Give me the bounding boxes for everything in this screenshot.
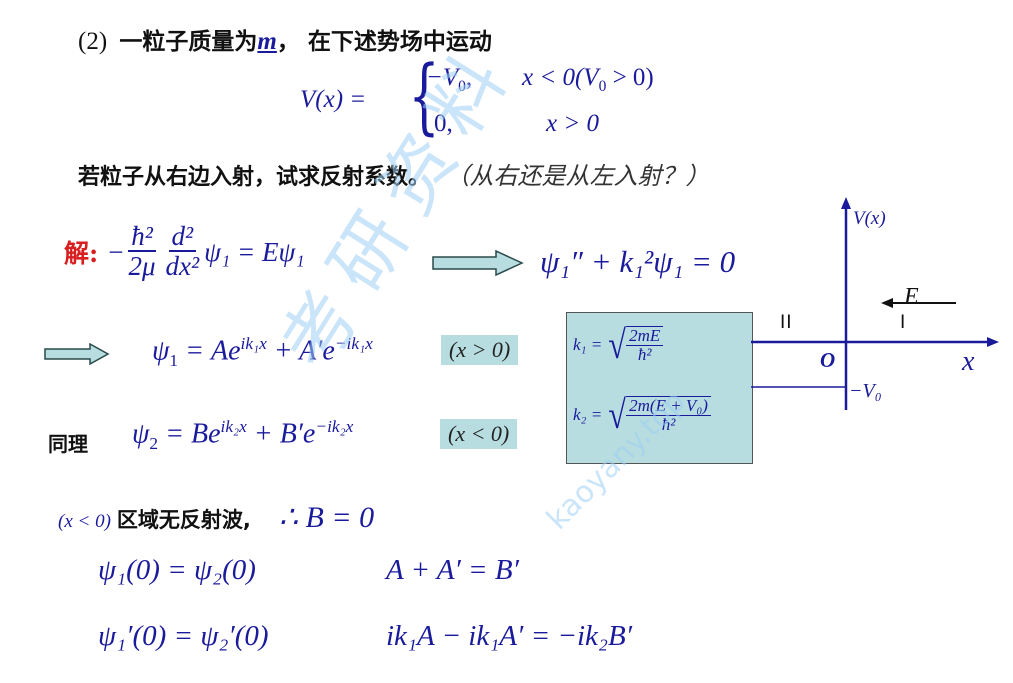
sqrt-icon: √ 2m(E + V₀)ħ² [606,395,711,435]
second-derivative: d² dx² [165,221,200,282]
well-depth-label: −V₀ [849,380,882,402]
no-reflection-text: 区域无反射波, [116,508,251,532]
continuity-coefficients: A + A′ = B′ [386,554,519,586]
case2-condition: x > 0 [546,110,599,137]
region-x-positive: (x > 0) [441,335,519,365]
implies-arrow-icon [432,250,524,276]
schrodinger-equation: 解: − ħ² 2μ d² dx² ψ₁ = Eψ₁ [64,221,305,282]
no-reflection-line: (x < 0) 区域无反射波, ∴ B = 0 [58,500,374,535]
energy-label: E [904,284,919,310]
problem-header: (2) 一粒子质量为m， 在下述势场中运动 [78,22,492,56]
potential-diagram [751,197,999,410]
problem-statement-b: ， 在下述势场中运动 [276,29,492,55]
problem-statement-a: 一粒子质量为 [119,29,258,55]
brace-icon: { [408,49,440,144]
case1: −V0, [426,64,473,95]
b-equals-zero: ∴ B = 0 [278,501,375,534]
x-axis-label: x [962,346,975,377]
implies-arrow-icon [44,343,110,365]
k2-definition: k₂ = √ 2m(E + V₀)ħ² [573,395,711,435]
psi1-solution: ψ1 = Aeik₁x + A′e−ik₁x [152,334,373,370]
case1-condition: x < 0(V0 > 0) [522,64,654,95]
region-x-negative: (x < 0) [440,419,518,449]
potential-lhs: V(x) = [300,86,367,113]
derivative-coefficients: ik₁A − ik₁A′ = −ik₂B′ [386,620,633,652]
solution-label: 解: [64,239,99,269]
problem-number: (2) [78,28,108,55]
case2: 0, [434,110,453,137]
mass-symbol: m [257,28,277,55]
helmholtz-equation: ψ₁″ + k₁²ψ₁ = 0 [540,244,736,279]
y-axis-label: V(x) [853,208,886,229]
continuity-condition: ψ₁(0) = ψ₂(0) [98,554,256,586]
question-text: 若粒子从右边入射，试求反射系数。 [78,165,431,190]
region-ii-label: II [780,312,793,333]
question: 若粒子从右边入射，试求反射系数。 （从右还是从左入射？） [78,156,710,191]
question-hint: （从右还是从左入射？） [445,162,710,190]
region-condition: (x < 0) [58,511,111,532]
psi2-solution: ψ2 = Beik₂x + B′e−ik₂x [132,417,354,453]
origin-label: O [820,348,836,372]
derivative-condition: ψ₁′(0) = ψ₂′(0) [98,620,269,652]
similarly-label: 同理 [48,432,88,456]
watermark-chinese: 考研资料 [264,26,533,385]
hbar-over-2mu: ħ² 2μ [128,221,156,282]
region-i-label: I [900,312,906,333]
